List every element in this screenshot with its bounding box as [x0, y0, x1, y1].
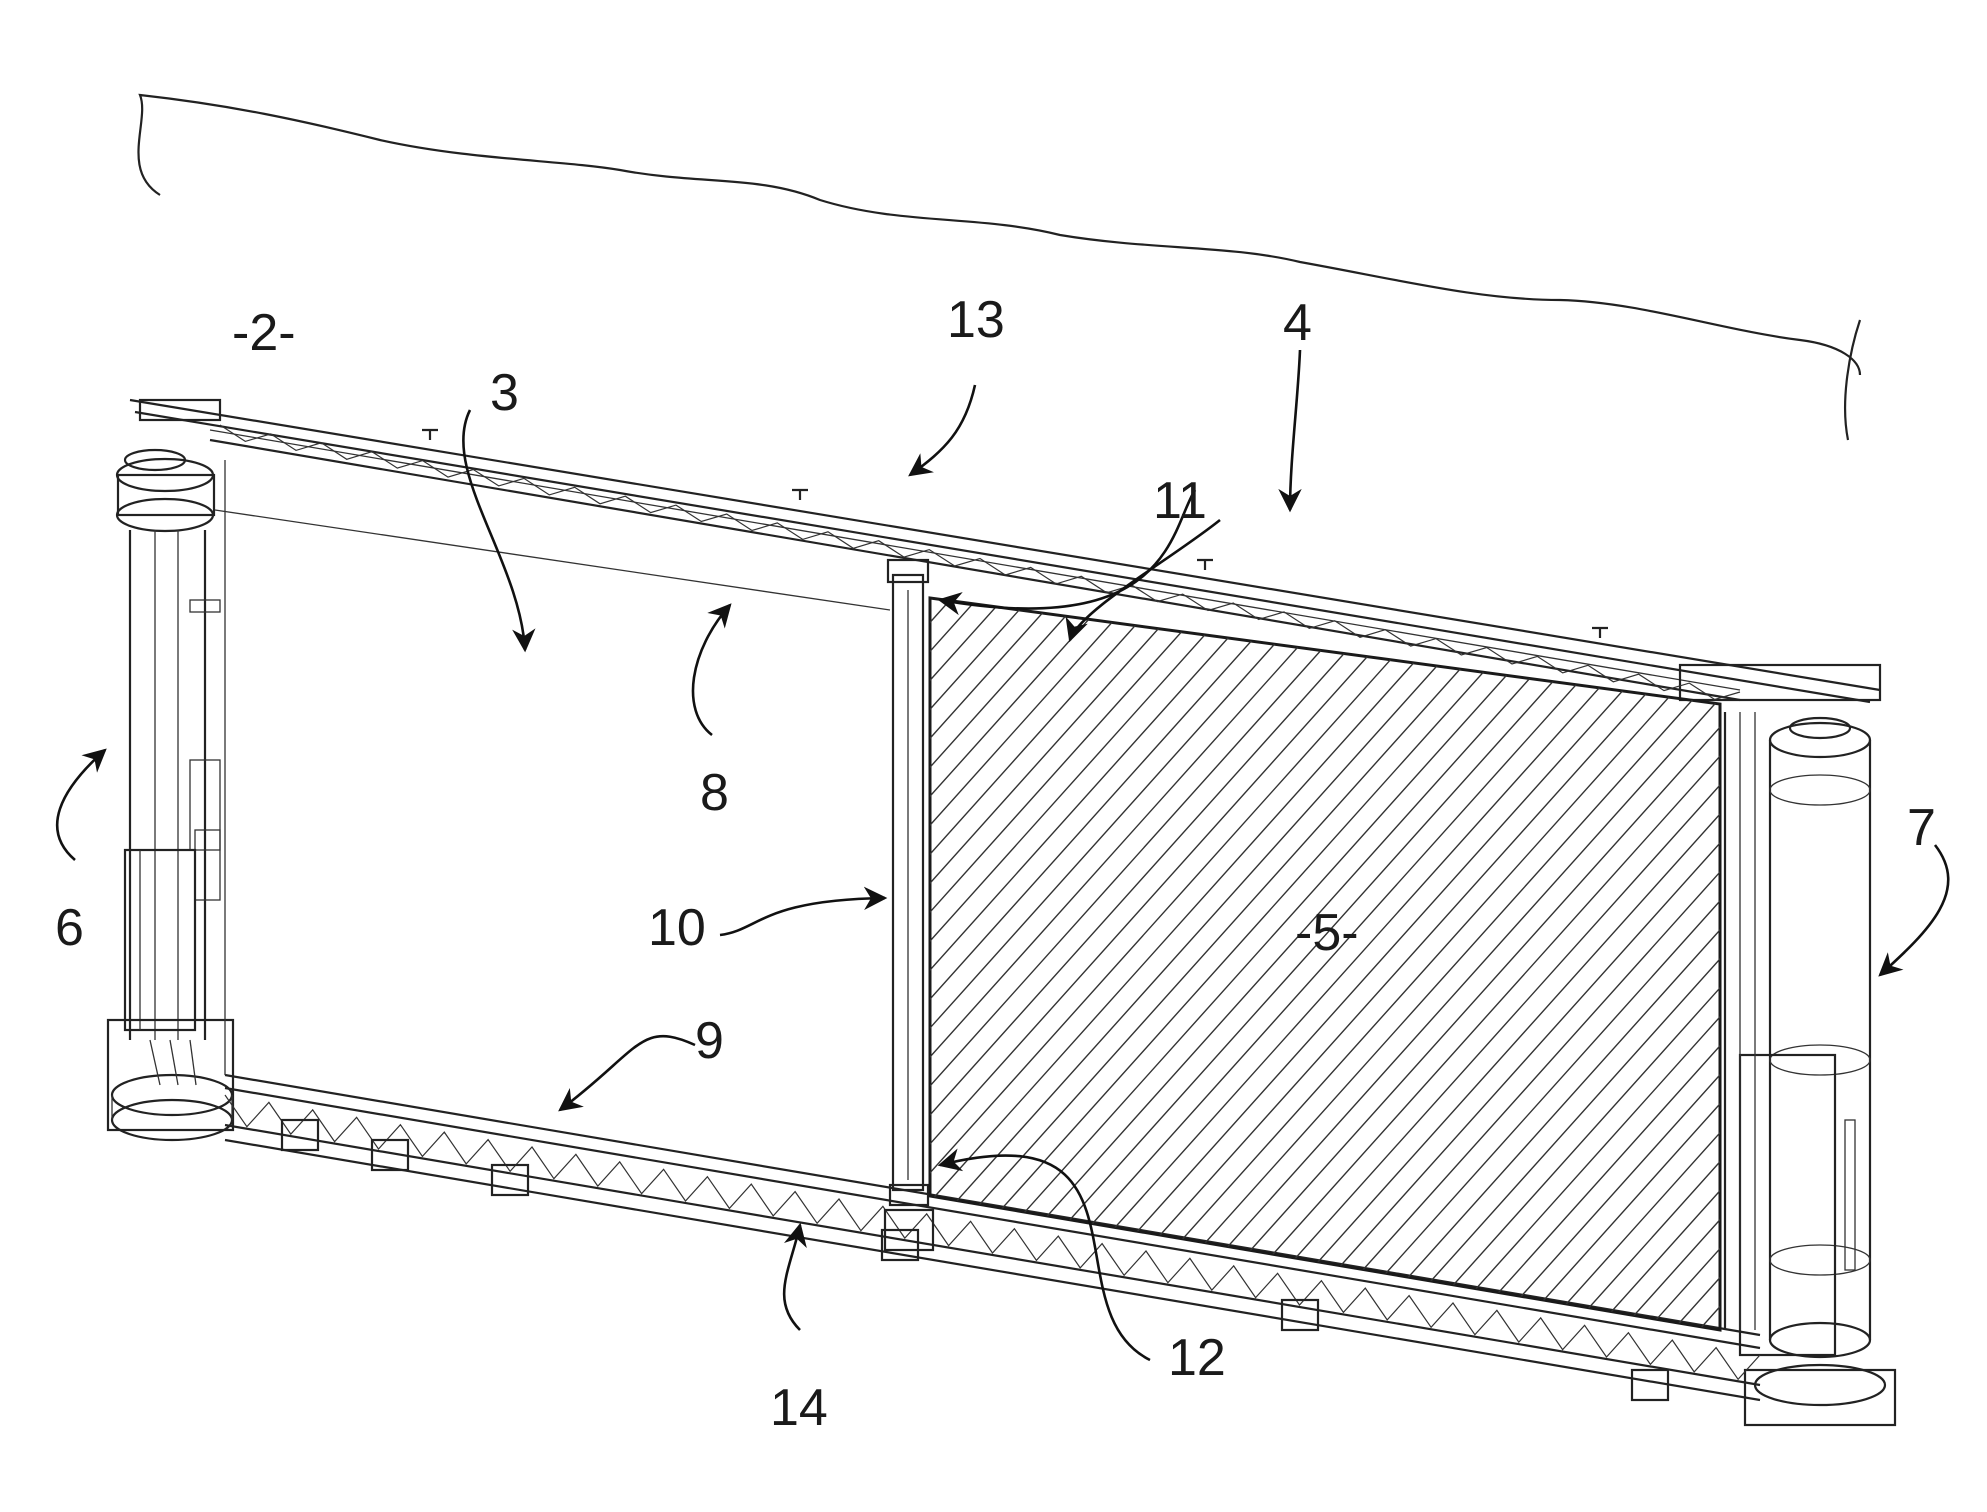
label-10: 10 — [648, 899, 706, 957]
label-5: -5- — [1295, 904, 1359, 962]
label-8: 8 — [700, 764, 729, 822]
label-2: -2- — [232, 304, 296, 362]
right-hatched-panel — [130, 560, 1987, 1340]
label-11: 11 — [1153, 472, 1207, 530]
label-6: 6 — [55, 899, 84, 957]
label-7: 7 — [1907, 799, 1936, 857]
label-9: 9 — [695, 1012, 724, 1070]
label-4: 4 — [1283, 294, 1312, 352]
top-truss — [130, 400, 1880, 702]
label-12: 12 — [1168, 1329, 1226, 1387]
left-screen-panel — [215, 460, 890, 1075]
label-14: 14 — [770, 1379, 828, 1437]
label-13: 13 — [947, 291, 1005, 349]
bottom-truss — [225, 1075, 1760, 1400]
break-line — [138, 95, 1860, 440]
left-roller-assembly — [108, 450, 233, 1140]
divider-post — [885, 560, 933, 1250]
right-roller-assembly — [1725, 712, 1895, 1425]
label-3: 3 — [490, 364, 519, 422]
